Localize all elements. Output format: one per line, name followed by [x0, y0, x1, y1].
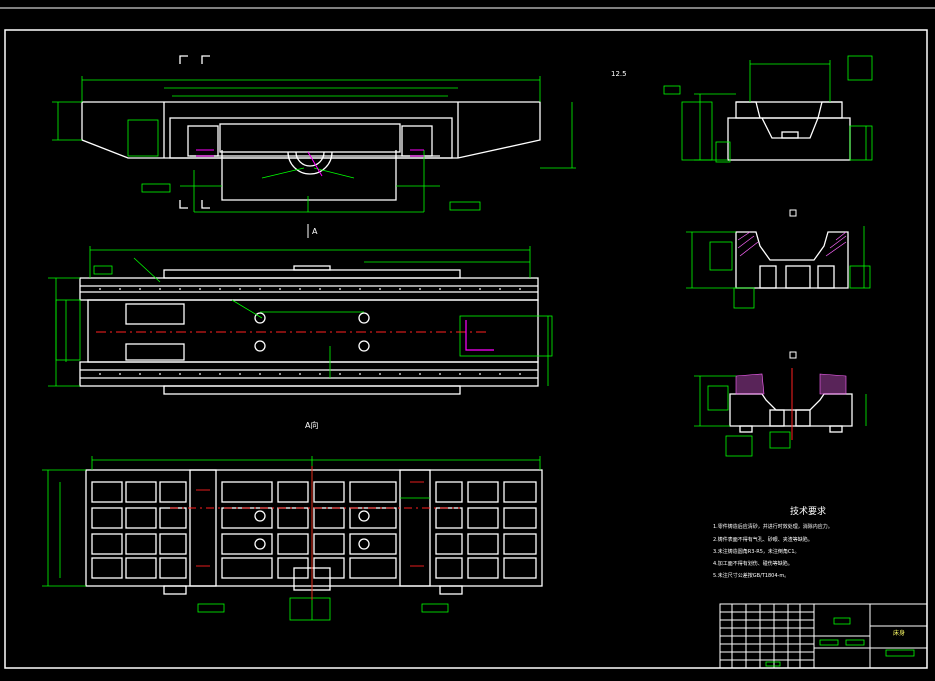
title-block — [719, 603, 928, 669]
tech-req-item-1: 1.零件铸造后应清砂，并进行时效处理，消除内应力。 — [713, 523, 833, 530]
view-arrow-label: A — [312, 227, 318, 236]
section-b-dimensions — [686, 226, 871, 309]
section-b-hatch — [737, 231, 847, 257]
section-c-marker — [789, 351, 797, 359]
view-a-section-marks — [170, 466, 460, 600]
plan-view-section-arrow — [465, 320, 494, 351]
front-view-dimensions — [52, 76, 576, 213]
plan-view — [79, 265, 539, 395]
section-c-hatch — [735, 373, 847, 395]
section-c-view — [729, 393, 853, 433]
view-a-label: A向 — [305, 420, 318, 430]
tech-req-item-4: 4.加工面不得有划伤、碰伤等缺陷。 — [713, 560, 793, 567]
plan-view-dimensions — [48, 246, 553, 387]
surface-finish-label: 12.5 — [611, 70, 627, 78]
section-b-marker — [789, 209, 797, 217]
title-block-fields — [765, 617, 915, 667]
side-view-dimensions — [663, 55, 873, 163]
title-block-name: 床身 — [893, 629, 905, 637]
view-a — [85, 469, 543, 595]
section-c-dimensions — [694, 375, 867, 457]
section-b-view — [735, 231, 849, 289]
section-cut-markers — [179, 55, 210, 209]
tech-req-item-2: 2.铸件表面不得有气孔、砂眼、夹渣等缺陷。 — [713, 536, 813, 543]
front-view-section-marks — [196, 149, 424, 177]
tech-req-item-5: 5.未注尺寸公差按GB/T1804-m。 — [713, 572, 789, 579]
tech-req-title: 技术要求 — [790, 505, 826, 517]
plan-view-rail-dots — [99, 288, 521, 375]
tech-req-item-3: 3.未注铸造圆角R3-R5，未注倒角C1。 — [713, 548, 800, 555]
drawing-frame — [4, 29, 928, 669]
